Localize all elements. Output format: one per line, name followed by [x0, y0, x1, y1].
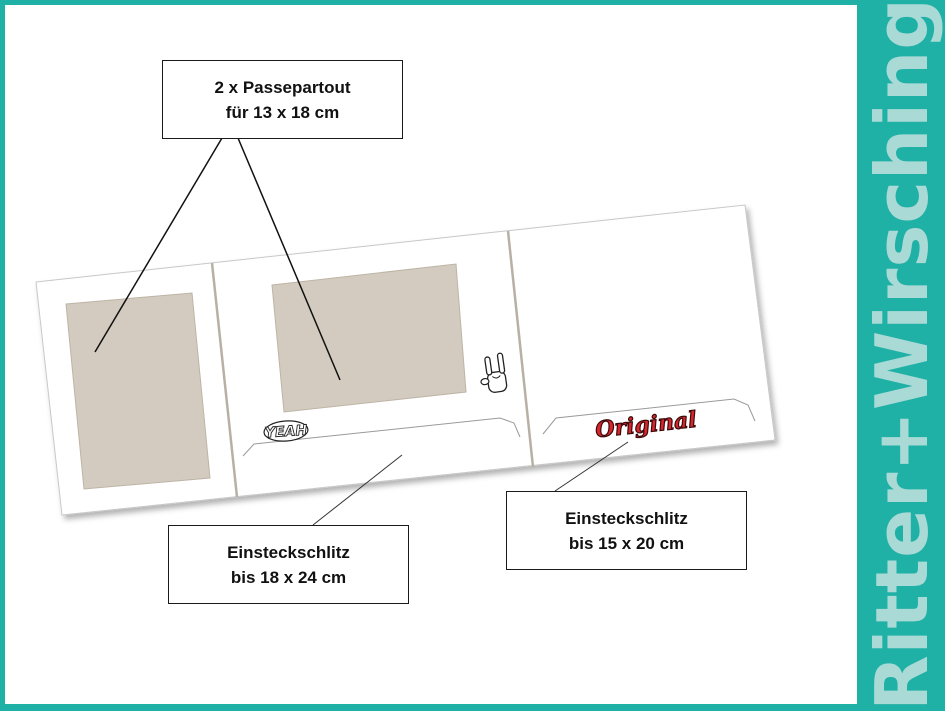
photo-window-middle	[271, 263, 467, 413]
label-passepartout: 2 x Passepartout für 13 x 18 cm	[162, 60, 403, 139]
fold-line-right	[506, 230, 535, 468]
yeah-sticker: YEAH	[263, 420, 309, 442]
brand-logo: Ritter+Wirsching	[860, 0, 944, 711]
insertion-slot-right	[542, 398, 756, 435]
leader-line-window-left	[94, 137, 223, 353]
label-slot-large-line2: bis 18 x 24 cm	[230, 567, 347, 587]
brand-sidebar: Ritter+Wirsching	[860, 0, 945, 711]
diagram-canvas: YEAH Original 2 x Passepartout für 13 x	[5, 5, 857, 704]
label-passepartout-line2: für 13 x 18 cm	[225, 102, 340, 122]
label-slot-large: Einsteckschlitz bis 18 x 24 cm	[168, 525, 409, 604]
photo-window-left	[65, 292, 211, 490]
label-slot-small-line1: Einsteckschlitz	[565, 508, 688, 528]
label-slot-small: Einsteckschlitz bis 15 x 20 cm	[506, 491, 747, 570]
rock-hand-icon	[480, 352, 508, 393]
label-slot-small-line2: bis 15 x 20 cm	[568, 533, 685, 553]
leader-line-window-middle	[237, 137, 341, 381]
fold-line-left	[210, 262, 239, 498]
leader-line-slot-small	[554, 441, 629, 492]
label-passepartout-line1: 2 x Passepartout	[214, 77, 351, 97]
yeah-sticker-text: YEAH	[264, 423, 308, 442]
folder-illustration: YEAH Original	[35, 137, 776, 526]
insertion-slot-middle	[242, 417, 521, 457]
leader-line-slot-large	[312, 454, 403, 526]
label-slot-large-line1: Einsteckschlitz	[227, 542, 350, 562]
